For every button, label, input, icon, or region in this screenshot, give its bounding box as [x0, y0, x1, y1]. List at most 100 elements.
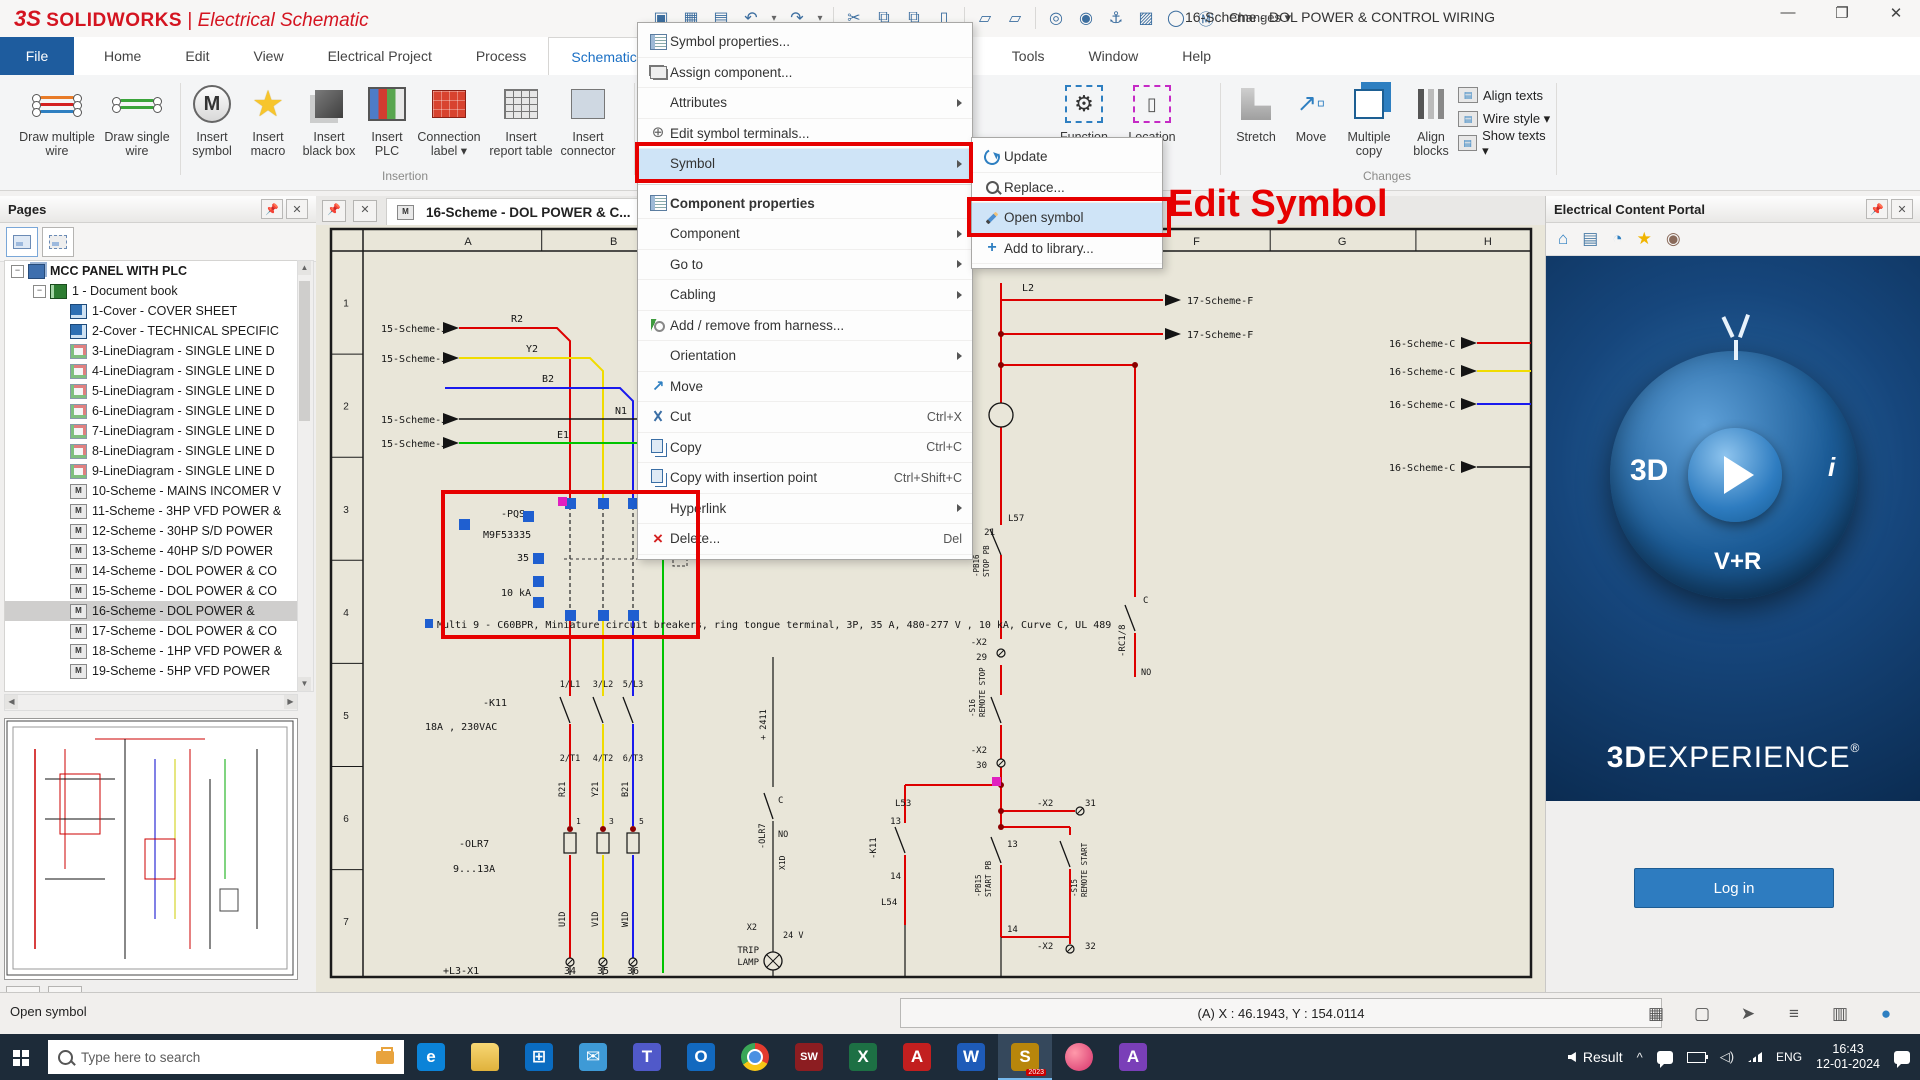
pin-icon[interactable]: 📌	[322, 200, 346, 222]
tab-electrical-project[interactable]: Electrical Project	[327, 48, 432, 64]
tree-item-4-linediagram-single-line-d[interactable]: 4-LineDiagram - SINGLE LINE D	[5, 361, 297, 381]
taskbar-icon-teams[interactable]: T	[620, 1034, 674, 1080]
ribbon-button-draw-single-wire[interactable]: Draw single wire	[102, 81, 172, 158]
menu-item-cabling[interactable]: Cabling	[638, 280, 972, 311]
pages-view-button[interactable]	[6, 227, 38, 257]
ribbon-button-align-blocks[interactable]: Align blocks	[1404, 81, 1458, 158]
user-icon[interactable]: ●	[1880, 1004, 1892, 1023]
tab-window[interactable]: Window	[1088, 48, 1139, 64]
hidden-icons-chevron[interactable]: ^	[1636, 1049, 1643, 1065]
search-box[interactable]: Type here to search	[48, 1040, 404, 1074]
tab-file[interactable]: File	[0, 37, 74, 75]
menu-item-update[interactable]: Update	[972, 142, 1162, 173]
ribbon-button-move[interactable]: ↗▫Move	[1295, 90, 1327, 145]
scroll-down-icon[interactable]: ▼	[298, 677, 311, 691]
page-icon[interactable]: ▱	[978, 10, 992, 27]
page-thumbnail-preview[interactable]	[4, 718, 298, 980]
menu-item-attributes[interactable]: Attributes	[638, 88, 972, 119]
language-indicator[interactable]: ENG	[1776, 1050, 1803, 1064]
motor-icon[interactable]: Ⓜ	[1197, 12, 1214, 29]
menu-item-delete[interactable]: ×Delete...Del	[638, 524, 972, 555]
menu-item-add-to-library[interactable]: +Add to library...	[972, 234, 1162, 264]
taskbar-icon-excel[interactable]: X	[836, 1034, 890, 1080]
tree-item-5-linediagram-single-line-d[interactable]: 5-LineDiagram - SINGLE LINE D	[5, 381, 297, 401]
expander-icon[interactable]: −	[33, 284, 46, 298]
scroll-left-icon[interactable]: ◀	[5, 695, 18, 709]
schematic-drawing-area[interactable]: ABCDEFGH123456715-Scheme-J15-Scheme-J15-…	[316, 225, 1545, 992]
minimize-button[interactable]: —	[1780, 4, 1796, 21]
menu-item-edit-symbol-terminals[interactable]: ⊕Edit symbol terminals...	[638, 119, 972, 149]
tree-item-3-linediagram-single-line-d[interactable]: 3-LineDiagram - SINGLE LINE D	[5, 341, 297, 361]
tab-tools[interactable]: Tools	[1011, 48, 1045, 64]
dd-icon[interactable]: ▾	[771, 12, 777, 24]
grid-snap-icon[interactable]: ▦	[1647, 1004, 1665, 1023]
taskbar-icon-word[interactable]: W	[944, 1034, 998, 1080]
close-icon[interactable]: ✕	[1891, 199, 1913, 219]
taskbar-icon-store[interactable]: ⊞	[512, 1034, 566, 1080]
ribbon-button-insert-report-table[interactable]: Insert report table	[488, 81, 554, 158]
menu-item-replace[interactable]: Replace...	[972, 173, 1162, 203]
taskbar-icon-mail[interactable]: ✉	[566, 1034, 620, 1080]
copy-icon[interactable]: ⧉	[878, 9, 890, 26]
pages-icon[interactable]: ▱	[1008, 10, 1022, 27]
tree-item-9-linediagram-single-line-d[interactable]: 9-LineDiagram - SINGLE LINE D	[5, 461, 297, 481]
volume-icon[interactable]: ◁)	[1719, 1049, 1735, 1064]
taskbar-icon-viewer-app[interactable]: A	[1106, 1034, 1160, 1080]
menu-item-open-symbol[interactable]: Open symbol	[972, 203, 1162, 234]
anchor-icon[interactable]: ⚓	[1108, 10, 1124, 27]
taskbar-icon-acrobat[interactable]: A	[890, 1034, 944, 1080]
menu-item-symbol[interactable]: Symbol	[638, 149, 972, 180]
ribbon-button-show-texts[interactable]: ▤Show texts ▾	[1458, 128, 1552, 158]
start-button[interactable]	[0, 1034, 48, 1080]
cursor-icon[interactable]: ➤	[1740, 1004, 1756, 1023]
catalog-icon[interactable]: ▤	[1582, 229, 1599, 248]
favorites-star-icon[interactable]: ★	[1636, 229, 1652, 248]
menu-item-move[interactable]: ↗Move	[638, 372, 972, 402]
ribbon-button-stretch[interactable]: Stretch	[1228, 81, 1284, 144]
tree-item-2-cover-technical-specific[interactable]: 2-Cover - TECHNICAL SPECIFIC	[5, 321, 297, 341]
login-button[interactable]: Log in	[1634, 868, 1834, 908]
play-button[interactable]	[1688, 428, 1782, 522]
menu-item-orientation[interactable]: Orientation	[638, 341, 972, 372]
tree-item-7-linediagram-single-line-d[interactable]: 7-LineDiagram - SINGLE LINE D	[5, 421, 297, 441]
close-icon[interactable]: ✕	[286, 199, 308, 219]
traceparts-icon[interactable]: ◉	[1665, 229, 1681, 248]
taskbar-icon-outlook[interactable]: O	[674, 1034, 728, 1080]
tray-result[interactable]: Result	[1567, 1049, 1623, 1065]
document-tab[interactable]: M 16-Scheme - DOL POWER & C... ✕	[386, 198, 660, 225]
ribbon-button-insert-connector[interactable]: Insert connector	[558, 81, 618, 158]
network-icon[interactable]	[1748, 1052, 1763, 1062]
taskbar-icon-design-app[interactable]	[1052, 1034, 1106, 1080]
tree-item-8-linediagram-single-line-d[interactable]: 8-LineDiagram - SINGLE LINE D	[5, 441, 297, 461]
menu-item-hyperlink[interactable]: Hyperlink	[638, 494, 972, 524]
menu-item-symbol-properties[interactable]: Symbol properties...	[638, 27, 972, 58]
paste-icon[interactable]: ▯	[939, 10, 949, 27]
line-weight-icon[interactable]: ≡	[1789, 1004, 1799, 1023]
screens-icon[interactable]: ▥	[1831, 1004, 1849, 1023]
ribbon-button-function[interactable]: ⚙Function	[1054, 81, 1114, 144]
tree-horizontal-scrollbar[interactable]: ◀ ▶	[4, 694, 298, 711]
scroll-right-icon[interactable]: ▶	[284, 695, 297, 709]
taskbar-icon-solidworks-2023[interactable]: SW	[782, 1034, 836, 1080]
ribbon-button-align-texts[interactable]: ▤Align texts	[1458, 83, 1552, 107]
battery-icon[interactable]	[1686, 1051, 1708, 1063]
taskbar-icon-edge[interactable]: e	[404, 1034, 458, 1080]
ribbon-button-draw-multiple-wire[interactable]: Draw multiple wire	[14, 81, 100, 158]
pin-icon[interactable]: 📌	[261, 199, 283, 219]
scrollbar-thumb[interactable]	[299, 281, 310, 421]
close-button[interactable]: ✕	[1889, 5, 1903, 22]
tree-item-mcc-panel-with-plc[interactable]: −MCC PANEL WITH PLC	[5, 261, 297, 281]
notification-icon[interactable]	[1894, 1050, 1910, 1068]
ribbon-button-multiple-copy[interactable]: Multiple copy	[1338, 81, 1400, 158]
pin-icon[interactable]: 📌	[1866, 199, 1888, 219]
